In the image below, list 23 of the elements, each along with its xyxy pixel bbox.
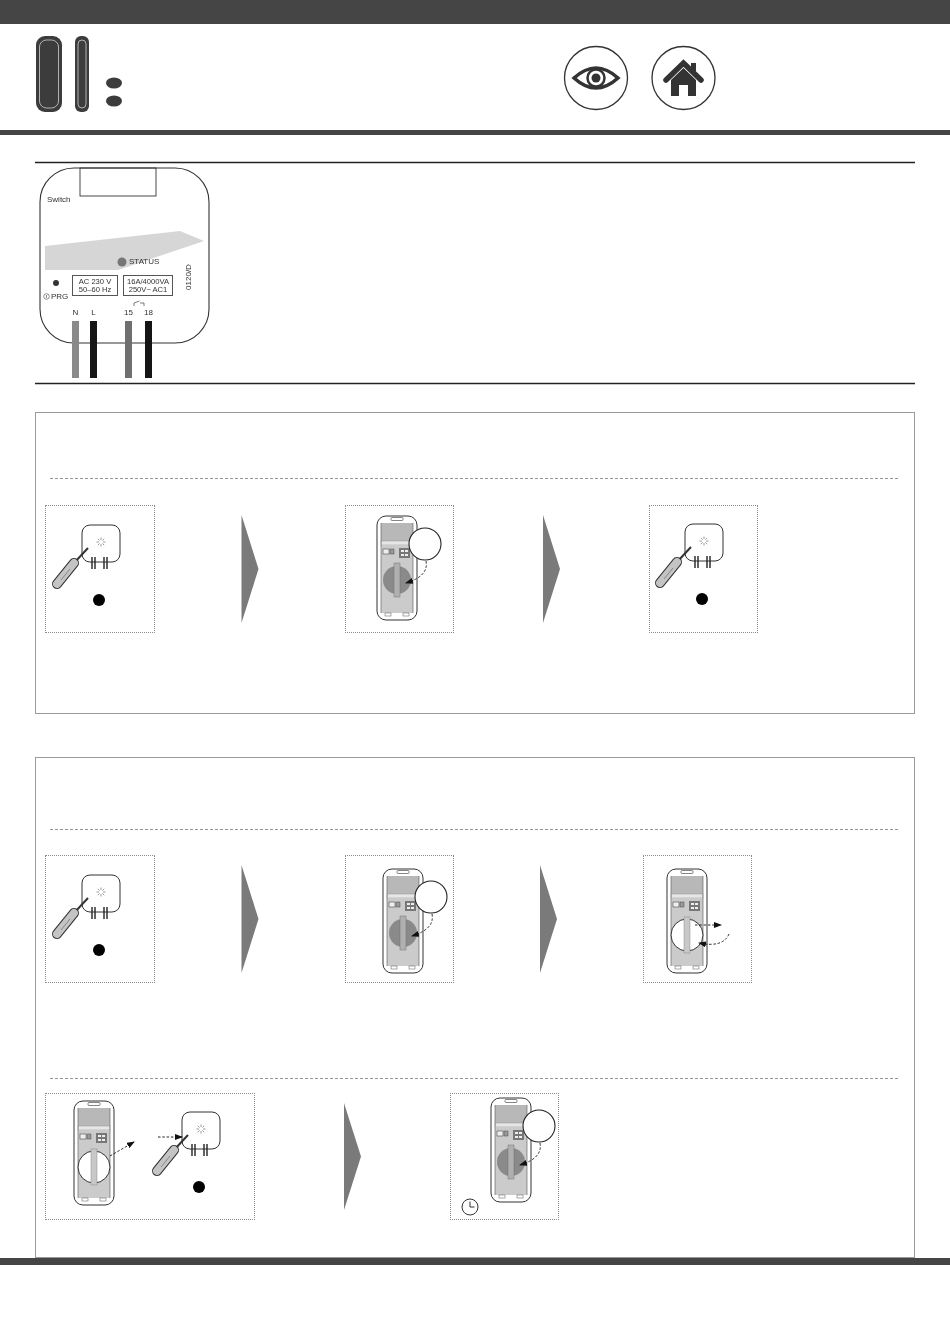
device-label: Switch	[47, 195, 71, 205]
chevron-arrow	[241, 865, 259, 973]
panel	[35, 757, 915, 1258]
picture-frame	[643, 855, 752, 983]
panel	[35, 412, 915, 714]
date-code: 0120/D	[184, 264, 194, 290]
picture-frame	[345, 505, 454, 633]
terminal-label: 15	[124, 308, 133, 318]
picture-frame	[45, 1093, 255, 1220]
terminal-label: L	[91, 308, 96, 318]
status-label: STATUS	[129, 257, 160, 267]
picture-frame	[450, 1093, 559, 1220]
picture-frame	[649, 505, 758, 633]
picture-frame	[45, 505, 155, 633]
picture-frame	[45, 855, 155, 983]
chevron-arrow	[543, 515, 560, 623]
chevron-arrow	[540, 865, 557, 973]
chevron-arrow	[344, 1103, 361, 1210]
picture-frame	[345, 855, 454, 983]
terminal-label: 18	[144, 308, 153, 318]
terminal-label: N	[72, 308, 79, 318]
button-label: PRG	[51, 292, 69, 302]
chevron-arrow	[241, 515, 259, 623]
